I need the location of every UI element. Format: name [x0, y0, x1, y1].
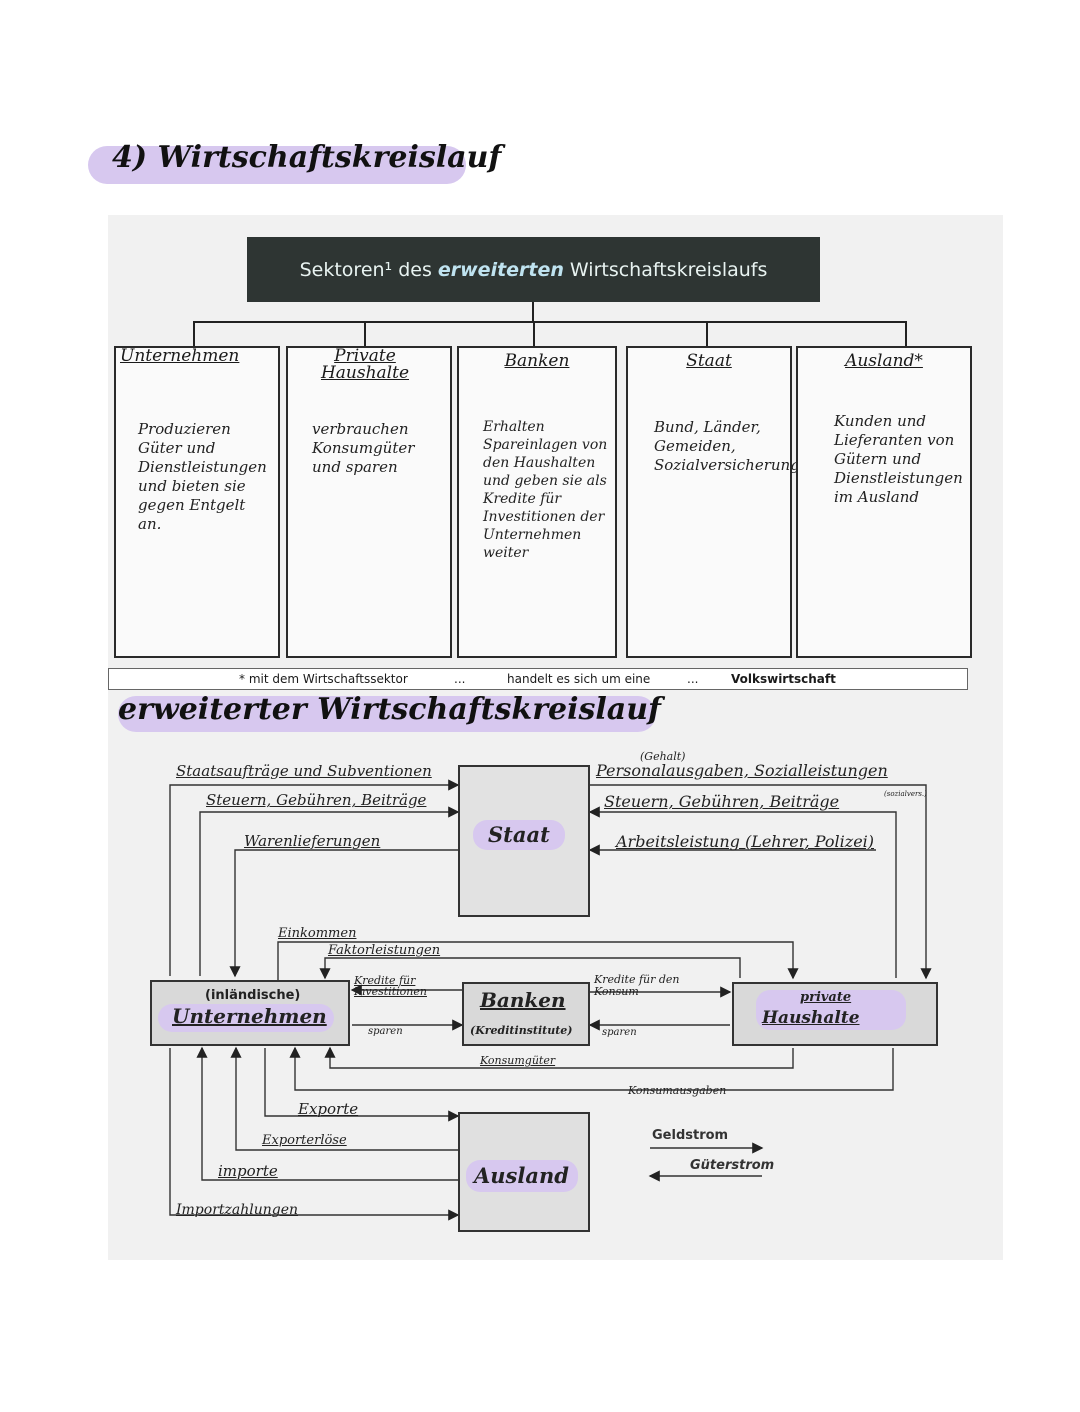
flow-importzahlungen: Importzahlungen — [176, 1202, 299, 1218]
flow-beitraege-note: (sozialvers.) — [884, 790, 927, 798]
connector-drop — [193, 321, 195, 347]
flow-konsumausgaben: Konsumausgaben — [628, 1084, 727, 1097]
sector-description: Kunden und Lieferanten von Gütern und Di… — [834, 412, 963, 506]
connector-bar — [193, 321, 907, 323]
flow-warenlieferungen: Warenlieferungen — [244, 832, 381, 850]
flow-exporterloese: Exporterlöse — [262, 1133, 347, 1148]
flow-faktorleistungen: Faktorleistungen — [328, 943, 441, 958]
node-staat-highlight — [473, 820, 565, 850]
sector-ausland: Ausland* Kunden und Lieferanten von Güte… — [796, 346, 972, 658]
connector-drop — [533, 321, 535, 347]
node-ausland-label: Ausland — [474, 1163, 569, 1188]
connector-drop — [706, 321, 708, 347]
banner-prefix: Sektoren¹ des — [299, 258, 432, 281]
flow-sparen-unternehmen: sparen — [368, 1026, 403, 1037]
diagram-heading: erweiterter Wirtschaftskreislauf — [118, 692, 661, 727]
node-ausland-highlight — [466, 1160, 578, 1192]
node-haushalte-highlight — [756, 990, 906, 1030]
flow-sparen-haushalte: sparen — [602, 1027, 637, 1038]
connector-drop — [364, 321, 366, 347]
node-staat-label: Staat — [488, 822, 550, 847]
sector-title: Banken — [504, 351, 570, 371]
sector-description: Produzieren Güter und Dienstleistungen u… — [138, 420, 267, 533]
node-unternehmen-label: Unternehmen — [172, 1004, 327, 1028]
footer-dots-1: ... — [454, 672, 466, 686]
connector-drop — [905, 321, 907, 347]
sector-title: Ausland* — [845, 351, 923, 371]
flow-arbeitsleistung: Arbeitsleistung (Lehrer, Polizei) — [616, 832, 875, 851]
flow-kredite-konsum: Kredite für den Konsum — [594, 973, 680, 998]
sector-banken: Banken Erhalten Spareinlagen von den Hau… — [457, 346, 617, 658]
banner-emphasis: erweiterten — [437, 258, 564, 281]
flow-steuern-haushalte: Steuern, Gebühren, Beiträge — [604, 792, 840, 811]
flow-einkommen: Einkommen — [278, 926, 357, 941]
node-banken — [462, 982, 590, 1046]
footer-part-2: handelt es sich um eine — [507, 672, 651, 686]
legend-geldstrom: Geldstrom — [652, 1128, 729, 1143]
sector-staat: Staat Bund, Länder, Gemeiden, Sozialvers… — [626, 346, 855, 658]
sector-title: Private Haushalte — [320, 346, 410, 383]
flow-steuern-unternehmen: Steuern, Gebühren, Beiträge — [206, 791, 427, 809]
sector-description: Erhalten Spareinlagen von den Haushalten… — [483, 419, 608, 561]
diagram-heading-highlight — [118, 696, 656, 732]
footer-answer: Volkswirtschaft — [731, 672, 836, 686]
flow-personalausgaben: Personalausgaben, Sozialleistungen — [596, 761, 888, 780]
node-banken-sub: (Kreditinstitute) — [470, 1024, 573, 1037]
sector-private-haushalte: Private Haushalte verbrauchen Konsumgüte… — [286, 346, 452, 658]
sector-unternehmen: Unternehmen Produzieren Güter und Dienst… — [114, 346, 280, 658]
footer-dots-2: ... — [687, 672, 699, 686]
sector-title: Unternehmen — [120, 346, 240, 366]
flow-gehalt: (Gehalt) — [640, 750, 686, 763]
sector-title: Staat — [686, 351, 732, 371]
node-unternehmen-highlight — [158, 1004, 334, 1032]
node-banken-label: Banken — [480, 988, 566, 1012]
sectors-banner: Sektoren¹ des erweiterten Wirtschaftskre… — [247, 237, 820, 302]
node-haushalte-label: Haushalte — [762, 1008, 860, 1028]
legend-gueterstrom: Güterstrom — [690, 1158, 775, 1173]
footer-fill-in-line: * mit dem Wirtschaftssektor ... handelt … — [108, 668, 968, 690]
flow-exporte: Exporte — [298, 1100, 359, 1118]
footer-part-1: * mit dem Wirtschaftssektor — [239, 672, 408, 686]
banner-suffix: Wirtschaftskreislaufs — [569, 258, 768, 281]
flow-konsumgueter: Konsumgüter — [480, 1054, 556, 1067]
flow-importe: importe — [218, 1162, 278, 1180]
page-heading: 4) Wirtschaftskreislauf — [112, 140, 502, 175]
node-haushalte-prefix: private — [800, 990, 852, 1005]
heading-highlight — [88, 146, 466, 184]
sector-description: verbrauchen Konsumgüter und sparen — [312, 420, 415, 476]
node-unternehmen-prefix: (inländische) — [205, 988, 301, 1003]
flow-staatsauftraege: Staatsaufträge und Subventionen — [176, 762, 432, 780]
flow-kredite-investitionen: Kredite für Investitionen — [354, 974, 427, 998]
connector-stem — [532, 302, 534, 322]
